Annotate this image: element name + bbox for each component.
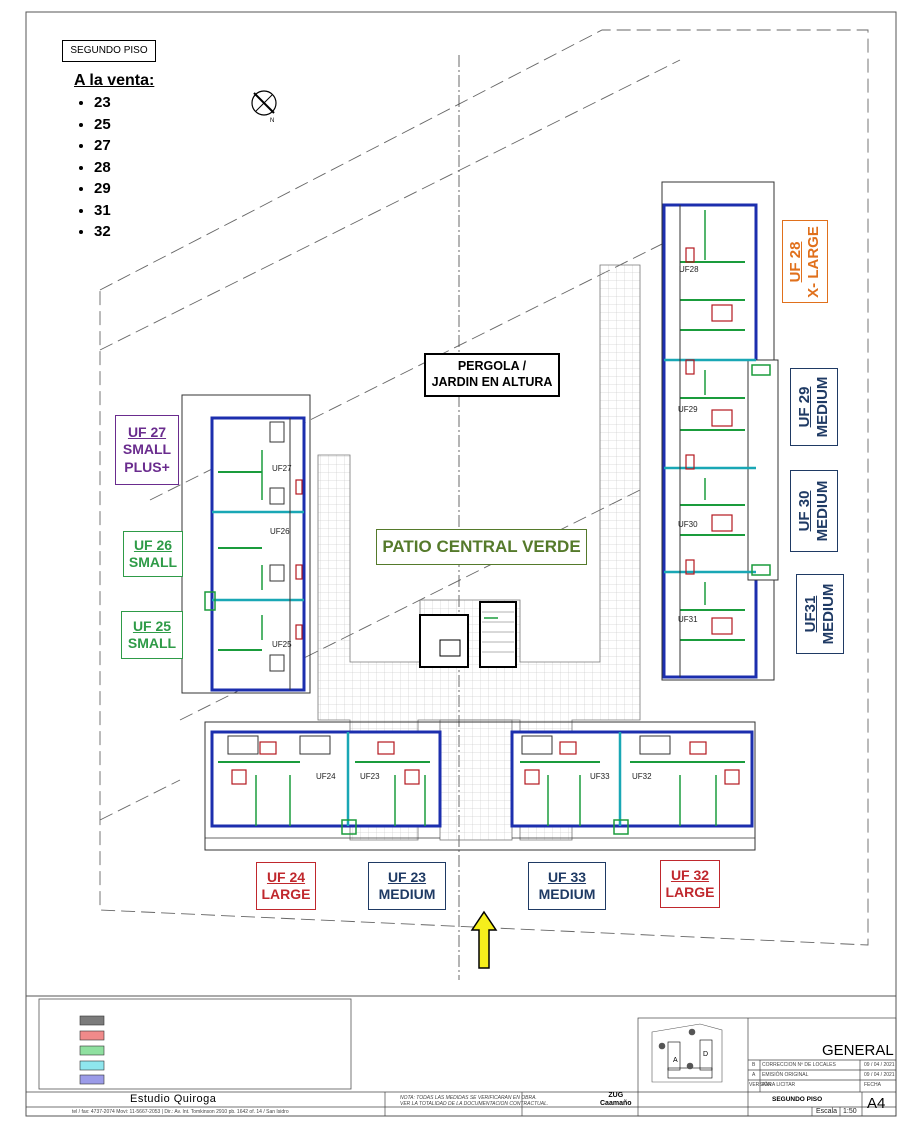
title-block	[26, 1017, 897, 1117]
svg-text:N: N	[270, 118, 274, 124]
unit-size: MEDIUM	[378, 886, 436, 902]
unit-size: MEDIUM	[820, 583, 837, 645]
unit-size-extra: PLUS+	[124, 458, 170, 475]
drawing-note-line1: NOTA: TODAS LAS MEDIDAS SE VERIFICARAN E…	[400, 1095, 537, 1101]
general-label: GENERAL	[822, 1042, 894, 1059]
rev-a-date: 09 / 04 / 2021	[864, 1072, 895, 1078]
unit-label-uf26: UF 26 SMALL	[123, 531, 183, 577]
unit-label-uf32: UF 32 LARGE	[660, 860, 720, 908]
fecha-label: FECHA	[864, 1082, 881, 1088]
rev-b-code: B	[752, 1062, 756, 1068]
list-item: 25	[94, 114, 154, 136]
rev-b-desc: CORRECCION Nº DE LOCALES	[762, 1062, 836, 1068]
entrance-arrow-icon	[470, 910, 498, 969]
list-item: 31	[94, 200, 154, 222]
plan-tag: UF30	[678, 520, 698, 529]
studio-contact: tel / fax: 4737-2074 Movi: 11-5667-2053 …	[72, 1109, 289, 1115]
unit-label-uf23: UF 23 MEDIUM	[368, 862, 446, 910]
plan-tag: UF32	[632, 772, 652, 781]
unit-size: MEDIUM	[814, 376, 831, 438]
unit-name: UF 28	[787, 241, 804, 282]
sheet-format: A4	[867, 1095, 886, 1112]
rev-a-code: A	[752, 1072, 756, 1078]
rev-b-date: 09 / 04 / 2021	[864, 1062, 895, 1068]
plan-tag: UF29	[678, 405, 698, 414]
escala-label: Escala	[816, 1108, 838, 1115]
for-sale-list: A la venta: 23 25 27 28 29 31 32	[74, 72, 154, 243]
drawing-note-line2: VER LA TOTALIDAD DE LA DOCUMENTACION CON…	[400, 1101, 549, 1107]
unit-name: UF31	[802, 595, 819, 633]
project-line1: ZUG	[608, 1092, 624, 1099]
plan-tag: UF31	[678, 615, 698, 624]
key-plan-thumbnail: A D	[651, 1023, 723, 1083]
unit-size: SMALL	[122, 441, 172, 458]
unit-label-uf33: UF 33 MEDIUM	[528, 862, 606, 910]
unit-name: UF 32	[670, 866, 710, 883]
list-item: 32	[94, 221, 154, 243]
plan-tag: UF33	[590, 772, 610, 781]
right-wing	[661, 181, 779, 681]
unit-label-uf27: UF 27 SMALL PLUS+	[115, 415, 179, 485]
for-sale-units: 23 25 27 28 29 31 32	[74, 92, 154, 243]
plan-tag: UF24	[316, 772, 336, 781]
escala-value: 1:50	[843, 1108, 857, 1115]
unit-size: LARGE	[665, 884, 715, 900]
sheet-title: SEGUNDO PISO	[772, 1096, 823, 1103]
project-line2: Caamaño	[600, 1100, 632, 1107]
plan-tag: UF26	[270, 527, 290, 536]
plan-tag: UF28	[679, 265, 699, 274]
left-wing	[181, 394, 311, 694]
plan-tag: UF25	[272, 640, 292, 649]
plan-tag: UF27	[272, 464, 292, 473]
for-sale-title: A la venta:	[74, 72, 155, 89]
pergola-label: PERGOLA / JARDIN EN ALTURA	[424, 353, 560, 397]
patio-ground	[317, 264, 641, 841]
list-item: 27	[94, 135, 154, 157]
list-item: 23	[94, 92, 154, 114]
unit-name: UF 29	[796, 386, 813, 428]
unit-size: SMALL	[127, 635, 177, 651]
unit-size: SMALL	[128, 554, 178, 570]
studio-name: Estudio Quiroga	[130, 1093, 217, 1105]
unit-label-uf24: UF 24 LARGE	[256, 862, 316, 910]
unit-size: MEDIUM	[814, 480, 831, 542]
version-label: VERSIÓN	[749, 1082, 772, 1088]
unit-name: UF 33	[547, 868, 587, 885]
list-item: 28	[94, 157, 154, 179]
unit-size: X- LARGE	[805, 225, 822, 298]
patio-label: PATIO CENTRAL VERDE	[376, 529, 587, 565]
project-name: ZUG Caamaño	[600, 1092, 632, 1108]
unit-name: UF 26	[133, 536, 173, 553]
pergola-label-line2: JARDIN EN ALTURA	[431, 375, 553, 389]
legend-box	[38, 998, 352, 1090]
plan-tag: UF23	[360, 772, 380, 781]
version-value: PARA LICITAR	[762, 1082, 796, 1088]
svg-text:D: D	[703, 1051, 708, 1058]
pergola-label-line1: PERGOLA /	[457, 359, 527, 374]
rev-a-desc: EMISIÓN ORIGINAL	[762, 1072, 809, 1078]
list-item: 29	[94, 178, 154, 200]
unit-name: UF 24	[266, 868, 306, 885]
north-arrow-icon: N	[251, 90, 277, 124]
floor-label: SEGUNDO PISO	[62, 40, 156, 62]
unit-name: UF 27	[127, 423, 167, 440]
unit-size: LARGE	[261, 886, 311, 902]
unit-label-uf25: UF 25 SMALL	[121, 611, 183, 659]
unit-name: UF 23	[387, 868, 427, 885]
svg-text:A: A	[673, 1057, 678, 1064]
unit-name: UF 30	[796, 490, 813, 532]
bottom-wing	[204, 721, 756, 851]
unit-name: UF 25	[132, 617, 172, 634]
unit-size: MEDIUM	[538, 886, 596, 902]
stair-core	[419, 601, 517, 668]
